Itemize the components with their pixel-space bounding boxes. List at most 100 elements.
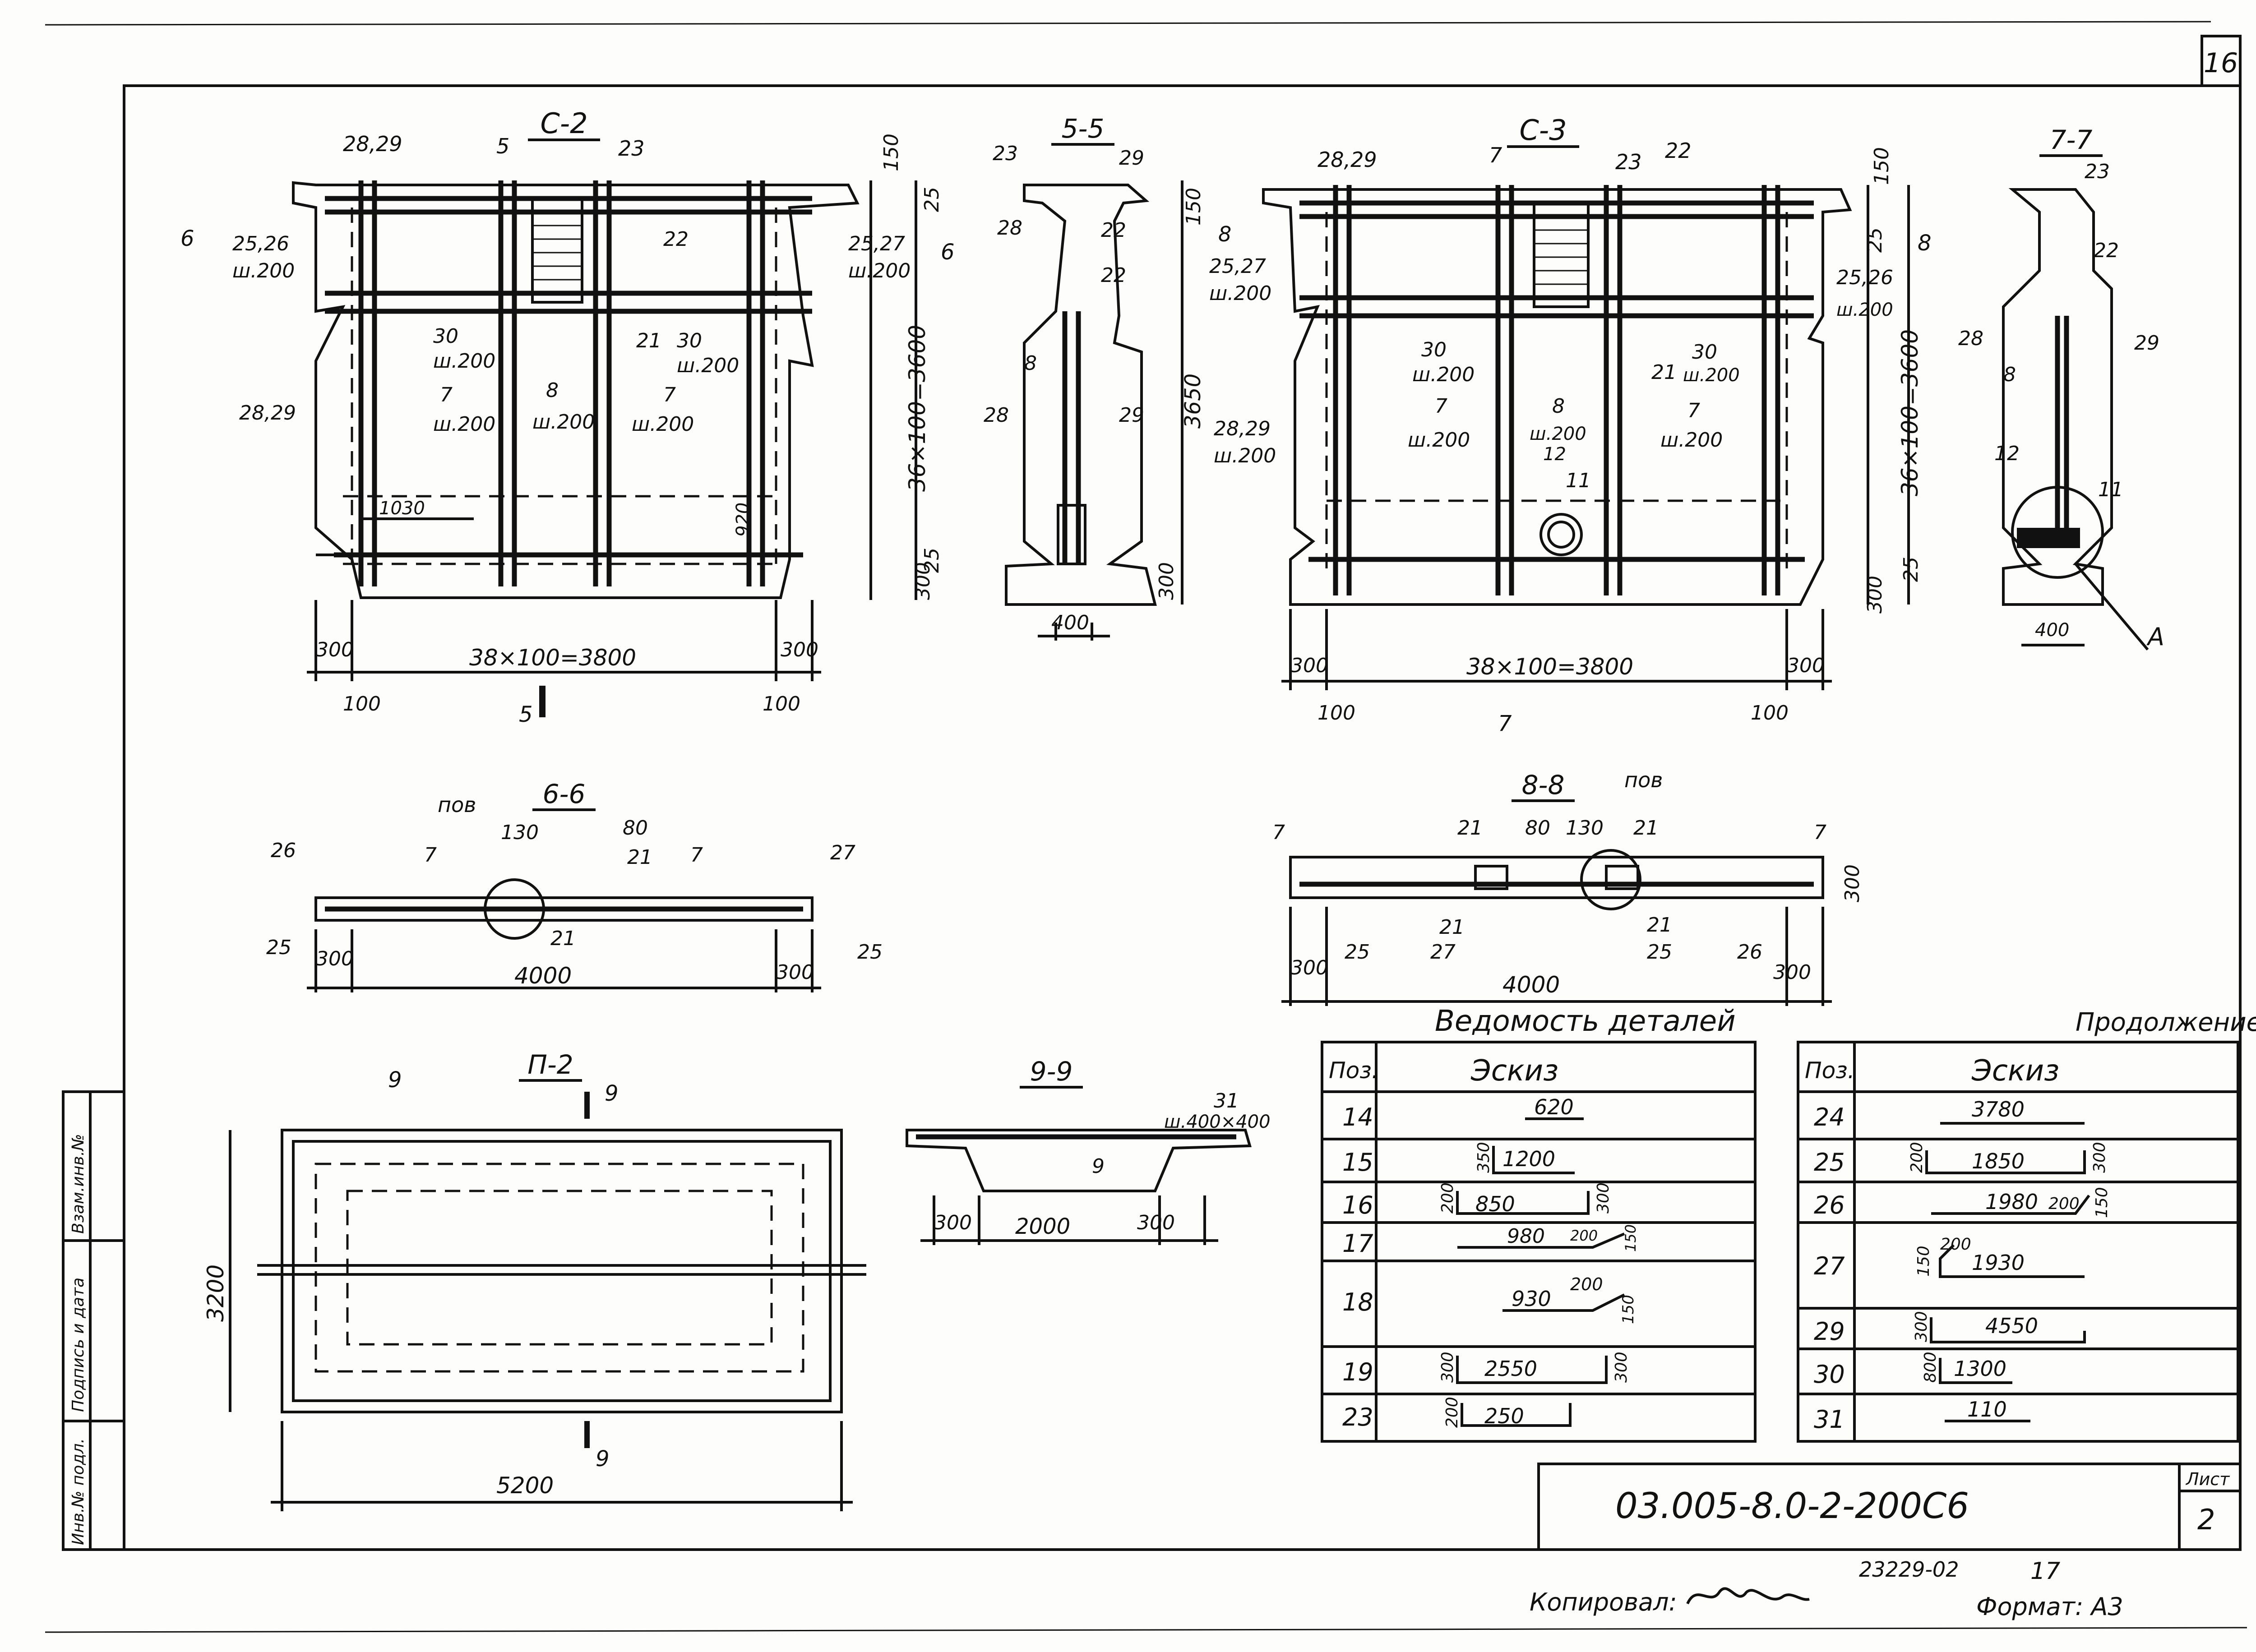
label-28: 28 bbox=[1958, 327, 1983, 350]
dim-300: 300 bbox=[934, 1211, 972, 1234]
dim-1030: 1030 bbox=[379, 498, 425, 519]
dim-400: 400 bbox=[2035, 620, 2069, 641]
dim-100: 100 bbox=[1318, 701, 1355, 724]
dim-25: 25 bbox=[920, 548, 943, 573]
label-sh200: ш.200 bbox=[1408, 429, 1470, 452]
table-row: 30 800 1300 bbox=[1814, 1352, 2012, 1389]
section-mark-6: 6 bbox=[180, 226, 194, 251]
section-outline bbox=[1005, 184, 1157, 606]
bar-sketch bbox=[1492, 1146, 1575, 1174]
label-25: 25 bbox=[1647, 941, 1672, 964]
label-29: 29 bbox=[1119, 404, 1144, 427]
section-mark-9: 9 bbox=[596, 1446, 610, 1472]
view-title: С-3 bbox=[1519, 114, 1567, 147]
sketch-dim: 4550 bbox=[1985, 1314, 2038, 1338]
schedule-left: Ведомость деталей Поз. Эскиз 14 620 15 3… bbox=[1321, 1005, 1757, 1443]
label-27: 27 bbox=[830, 841, 855, 864]
label-11: 11 bbox=[1566, 469, 1591, 492]
label-21: 21 bbox=[1647, 914, 1672, 937]
label-sh200: ш.200 bbox=[1530, 424, 1586, 444]
dim-300: 300 bbox=[1155, 562, 1178, 600]
sketch-dim: 150 bbox=[1914, 1246, 1933, 1277]
archive-number: 23229-02 bbox=[1859, 1557, 1959, 1582]
dashed-rect bbox=[346, 1190, 773, 1346]
label-31: 31 bbox=[1214, 1089, 1239, 1112]
label-7: 7 bbox=[1489, 143, 1502, 167]
label-28-29: 28,29 bbox=[239, 401, 296, 425]
section-7-7: 7-7 23 22 28 29 8 12 11 400 А bbox=[1958, 125, 2164, 651]
embedded-plate bbox=[2017, 528, 2080, 548]
label-12: 12 bbox=[1543, 444, 1566, 465]
slab-inner bbox=[292, 1140, 832, 1402]
section-8-8: 8-8 пов 7 21 80 130 21 7 300 300 25 27 2… bbox=[1272, 768, 1864, 1006]
label-28-29: 28,29 bbox=[1214, 417, 1271, 440]
section-6-6: 6-6 пов 130 80 26 7 21 7 27 21 25 300 40… bbox=[266, 779, 883, 992]
dim-3800: 38×100=3800 bbox=[1466, 654, 1633, 680]
label-29: 29 bbox=[2134, 332, 2159, 355]
sketch-dim: 300 bbox=[1612, 1352, 1631, 1383]
sketch-dim: 200 bbox=[1443, 1397, 1461, 1428]
dim-300: 300 bbox=[1787, 654, 1825, 677]
hole-circle bbox=[1547, 521, 1575, 549]
label-25: 25 bbox=[1345, 941, 1370, 964]
schedule-table bbox=[1797, 1041, 2239, 1443]
label-27: 27 bbox=[1430, 941, 1456, 964]
sketch-dim: 300 bbox=[1912, 1311, 1931, 1342]
label-26: 26 bbox=[271, 839, 296, 862]
slab-outline bbox=[281, 1129, 843, 1413]
sketch-dim: 800 bbox=[1921, 1352, 1940, 1383]
label-7: 7 bbox=[1272, 821, 1285, 844]
section-outline bbox=[2002, 188, 2113, 606]
sketch-dim: 300 bbox=[2090, 1142, 2109, 1173]
label-23: 23 bbox=[993, 142, 1018, 165]
sketch-dim: 250 bbox=[1484, 1404, 1524, 1428]
table-row: 26 1980 200 150 bbox=[1814, 1187, 2111, 1219]
sketch-dim: 1980 bbox=[1985, 1190, 2038, 1214]
label-21: 21 bbox=[636, 329, 661, 352]
sketch-dim: 620 bbox=[1534, 1095, 1574, 1119]
label-25-26: 25,26 bbox=[1836, 266, 1893, 289]
label-28: 28 bbox=[997, 217, 1022, 240]
label-7: 7 bbox=[1687, 399, 1700, 422]
label-9: 9 bbox=[1092, 1155, 1105, 1178]
label-sh200: ш.200 bbox=[232, 259, 295, 282]
side-stamp-inventory: Инв.№ подл. bbox=[69, 1438, 88, 1545]
label-sh200: ш.200 bbox=[433, 413, 495, 436]
label-7: 7 bbox=[690, 844, 703, 867]
dim-300: 300 bbox=[1863, 576, 1886, 614]
dim-100: 100 bbox=[763, 692, 800, 715]
label-21: 21 bbox=[1651, 361, 1677, 384]
label-23: 23 bbox=[1615, 150, 1642, 174]
label-7: 7 bbox=[440, 383, 453, 406]
header-sketch: Эскиз bbox=[1470, 1054, 1558, 1088]
label-30: 30 bbox=[1421, 338, 1447, 361]
side-stamp-box bbox=[62, 1090, 125, 1551]
label-25: 25 bbox=[266, 936, 291, 959]
dim-5200: 5200 bbox=[496, 1472, 554, 1499]
detail-23-mesh bbox=[1533, 202, 1590, 308]
dim-300: 300 bbox=[1290, 956, 1328, 979]
label-7: 7 bbox=[1814, 821, 1826, 844]
table-row: 27 150 200 1930 bbox=[1814, 1235, 2085, 1280]
sheet-number: 16 bbox=[2204, 47, 2238, 79]
dim-4000: 4000 bbox=[514, 963, 572, 989]
section-mark-7: 7 bbox=[1498, 711, 1512, 736]
view-c3: С-3 28,29 7 23 bbox=[1209, 114, 1932, 736]
bar-sketch bbox=[1930, 1317, 2086, 1343]
row-pos: 25 bbox=[1814, 1148, 1845, 1177]
title-block-box bbox=[1537, 1463, 2242, 1551]
sketch-dim: 1200 bbox=[1502, 1147, 1555, 1171]
row-pos: 15 bbox=[1342, 1148, 1373, 1177]
label-22: 22 bbox=[1665, 138, 1692, 163]
dim-300: 300 bbox=[316, 947, 354, 970]
sketch-dim: 930 bbox=[1512, 1287, 1551, 1311]
table-row: 18 930 200 150 bbox=[1342, 1274, 1637, 1324]
table-row: 15 350 1200 bbox=[1342, 1142, 1575, 1177]
label-8: 8 bbox=[1552, 395, 1565, 418]
bar-sketch bbox=[1456, 1356, 1608, 1384]
label-25-27: 25,27 bbox=[1209, 255, 1266, 278]
row-pos: 31 bbox=[1814, 1405, 1845, 1434]
view-title: С-2 bbox=[540, 107, 587, 140]
dim-300: 300 bbox=[316, 638, 354, 661]
copied-label: Копировал: bbox=[1530, 1588, 1677, 1616]
